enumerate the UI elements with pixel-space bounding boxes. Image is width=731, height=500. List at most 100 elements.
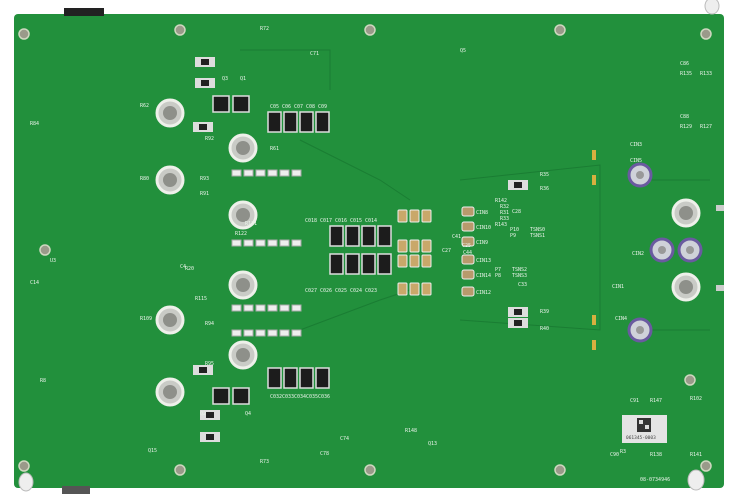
- mosfet: [345, 253, 360, 275]
- silkscreen-label: C024: [350, 288, 362, 294]
- resistor: [291, 239, 302, 247]
- silkscreen-label: C09: [318, 104, 327, 110]
- silkscreen-label: Q4: [245, 411, 251, 417]
- silkscreen-label: R62: [140, 103, 149, 109]
- capacitor-center: [163, 173, 177, 187]
- silkscreen-label: R40: [540, 326, 549, 332]
- silkscreen-label: R135: [680, 71, 692, 77]
- mounting-hole: [700, 28, 712, 40]
- mounting-hole: [554, 464, 566, 476]
- ceramic-capacitor: [421, 254, 432, 268]
- silkscreen-label: C78: [320, 451, 329, 457]
- mounting-hole: [18, 460, 30, 472]
- silkscreen-label: C74: [340, 436, 349, 442]
- silkscreen-label: C027: [305, 288, 317, 294]
- capacitor-center: [163, 313, 177, 327]
- input-capacitor: [461, 206, 475, 217]
- silkscreen-label: C08: [306, 104, 315, 110]
- silkscreen-label: TSNS0: [530, 227, 545, 233]
- silkscreen-label: R94: [205, 321, 214, 327]
- silkscreen-label: R36: [540, 186, 549, 192]
- silkscreen-label: R32: [500, 204, 509, 210]
- mosfet: [315, 111, 330, 133]
- silkscreen-label: C33: [518, 282, 527, 288]
- smd-components: [193, 57, 596, 442]
- mounting-hole: [684, 374, 696, 386]
- silkscreen-label: C025: [335, 288, 347, 294]
- silkscreen-label: R122: [235, 231, 247, 237]
- mosfet: [315, 367, 330, 389]
- shunt-resistor-body: [206, 412, 214, 418]
- resistor: [231, 304, 242, 312]
- silkscreen-label: C07: [294, 104, 303, 110]
- capacitor-center: [679, 280, 693, 294]
- silkscreen-label: C14: [30, 280, 39, 286]
- silkscreen-label: R8: [40, 378, 46, 384]
- silkscreen-label: R127: [700, 124, 712, 130]
- resistor: [243, 239, 254, 247]
- input-capacitor: [461, 286, 475, 297]
- shunt-resistor-body: [199, 367, 207, 373]
- silkscreen-label: R121: [245, 221, 257, 227]
- silkscreen-label: P7: [495, 267, 501, 273]
- silkscreen-label: C28: [512, 209, 521, 215]
- silkscreen-label: R129: [680, 124, 692, 130]
- silkscreen-label: R33: [500, 216, 509, 222]
- silkscreen-label: P10: [510, 227, 519, 233]
- header-connector-top: [64, 8, 104, 16]
- board: [14, 14, 724, 488]
- shunt-resistor-body: [201, 59, 209, 65]
- mosfet: [361, 225, 376, 247]
- silkscreen-label: R102: [690, 396, 702, 402]
- silkscreen-label: CIN3: [630, 142, 642, 148]
- capacitor-center: [679, 206, 693, 220]
- silkscreen-label: P9: [510, 233, 516, 239]
- input-capacitor: [461, 236, 475, 247]
- resistor: [255, 169, 266, 177]
- silkscreen-label: CIN8: [476, 210, 488, 216]
- shunt-resistor-body: [514, 320, 522, 326]
- silkscreen-label: Q5: [460, 48, 466, 54]
- silkscreen-label: TSNS3: [512, 273, 527, 279]
- ceramic-capacitor: [397, 282, 408, 296]
- mosfet: [299, 367, 314, 389]
- gold-pad: [592, 150, 596, 160]
- mounting-hole: [364, 24, 376, 36]
- silkscreen-label: C017: [320, 218, 332, 224]
- silkscreen-label: R39: [540, 309, 549, 315]
- part-number: 061345-0003: [626, 435, 656, 441]
- resistor: [291, 304, 302, 312]
- ceramic-capacitor: [409, 254, 420, 268]
- mosfet: [361, 253, 376, 275]
- silkscreen-label: R95: [205, 361, 214, 367]
- silkscreen-label: R80: [140, 176, 149, 182]
- silkscreen-label: CIN2: [632, 251, 644, 257]
- mosfet: [345, 225, 360, 247]
- electrolytic-capacitors: [155, 98, 703, 407]
- silkscreen-label: C4: [180, 264, 186, 270]
- mounting-hole: [700, 460, 712, 472]
- mosfet: [212, 387, 230, 405]
- silkscreen-label: C90: [610, 452, 619, 458]
- resistor: [267, 304, 278, 312]
- resistor: [255, 304, 266, 312]
- silkscreen-label: R84: [30, 121, 39, 127]
- silkscreen-label: R35: [540, 172, 549, 178]
- silkscreen-label: TSNS1: [530, 233, 545, 239]
- silkscreen-label: R92: [205, 136, 214, 142]
- silkscreen-label: C015: [350, 218, 362, 224]
- shunt-resistor-body: [514, 309, 522, 315]
- mosfet-arrays: [212, 95, 392, 405]
- silkscreen-label: Q3: [222, 76, 228, 82]
- mounting-hole: [18, 28, 30, 40]
- capacitor-center: [236, 208, 250, 222]
- silkscreen-label: R147: [650, 398, 662, 404]
- ceramic-capacitor: [409, 239, 420, 253]
- silkscreen-label: C026: [320, 288, 332, 294]
- mounting-holes: [18, 24, 712, 476]
- mounting-hole: [39, 244, 51, 256]
- shunt-resistor-body: [199, 124, 207, 130]
- shunt-resistor-body: [206, 434, 214, 440]
- resistor: [255, 329, 266, 337]
